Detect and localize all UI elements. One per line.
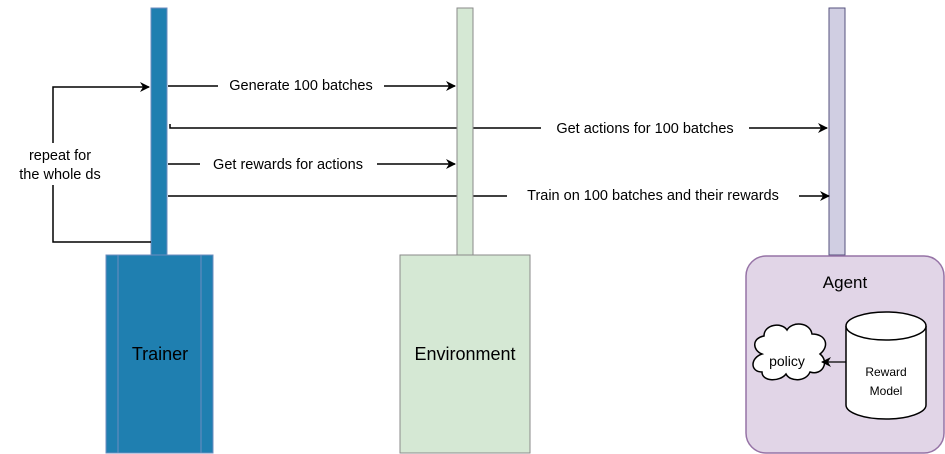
trainer-box: Trainer [105,254,214,454]
repeat-loop-label-line1: repeat for [29,148,91,164]
trainer-lifeline [150,7,168,256]
reward-model-label-line1: Reward [865,365,906,379]
agent-box: Agent Reward Model policy [745,255,945,454]
message-generate-batches: Generate 100 batches [168,76,456,94]
repeat-loop: repeat for the whole ds [8,82,151,243]
agent-lifeline [828,7,846,256]
message-get-actions: Get actions for 100 batches [169,118,828,137]
message-label: Get actions for 100 batches [556,121,733,137]
trainer-label: Trainer [132,344,188,364]
message-label: Generate 100 batches [229,78,373,94]
message-label: Train on 100 batches and their rewards [527,188,779,204]
repeat-loop-label-line2: the whole ds [19,167,100,183]
message-get-rewards: Get rewards for actions [168,154,456,173]
environment-label: Environment [414,344,515,364]
policy-label: policy [769,353,805,369]
agent-label: Agent [823,273,868,292]
reward-model-label-line2: Model [870,384,903,398]
environment-box: Environment [399,254,531,454]
message-train: Train on 100 batches and their rewards [168,186,830,205]
policy-cloud-icon: policy [752,323,827,381]
reward-model-database-icon: Reward Model [845,311,927,420]
message-label: Get rewards for actions [213,157,363,173]
